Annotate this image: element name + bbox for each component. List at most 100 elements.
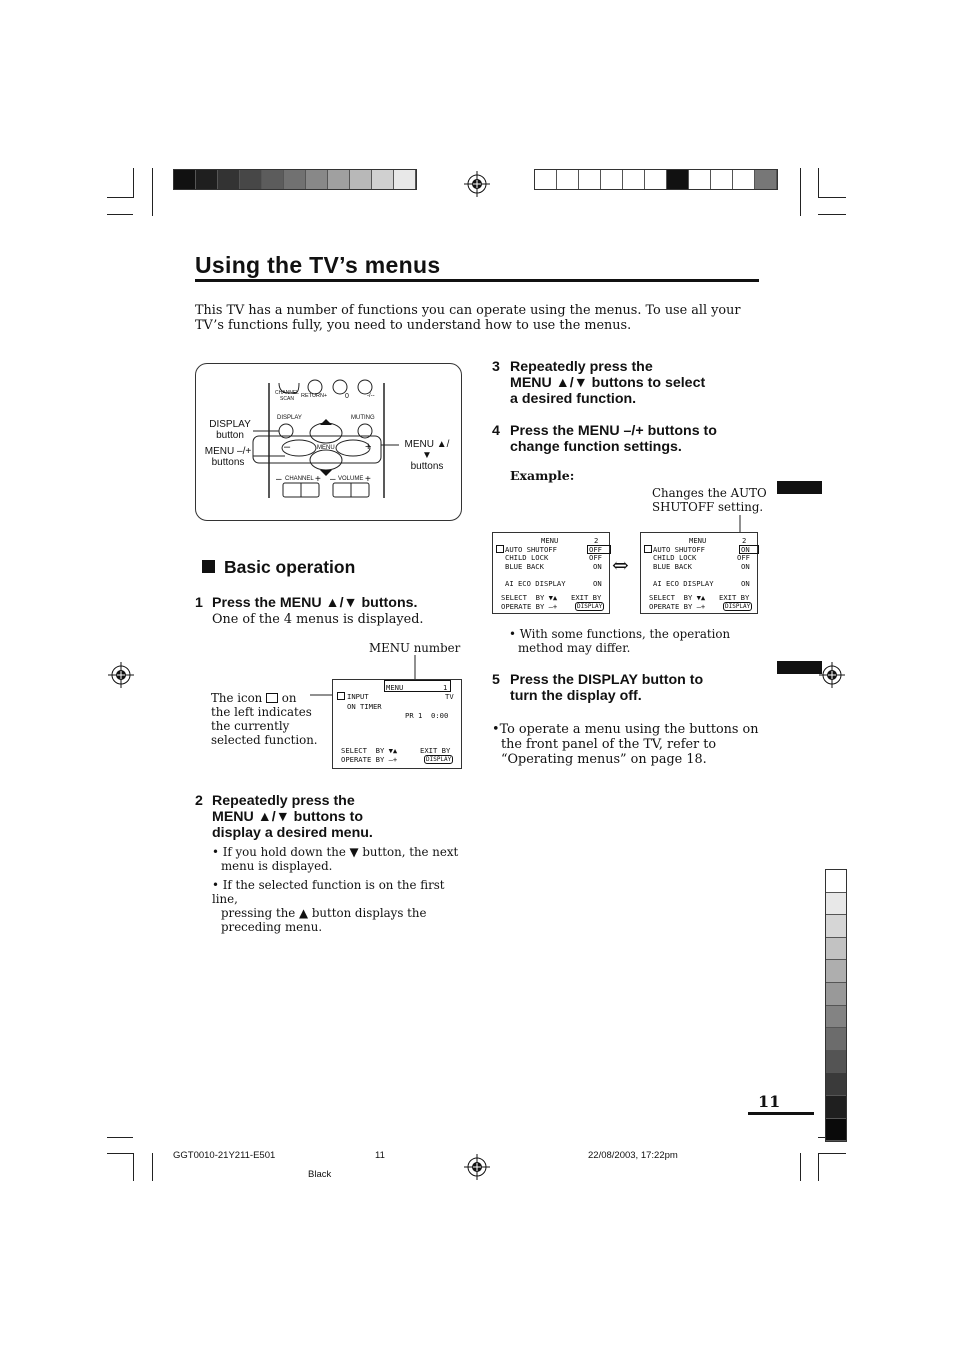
registration-mark-icon	[464, 1154, 490, 1180]
note-text: To operate a menu using the buttons on	[499, 722, 759, 737]
step-3-number: 3	[492, 359, 500, 375]
return-key: RETURN+	[301, 393, 328, 399]
callout-text: buttons	[410, 461, 444, 472]
screen-text: MENU	[386, 683, 404, 692]
title-rule	[195, 279, 759, 282]
footer-page: 11	[375, 1150, 385, 1161]
remote-illustration	[195, 363, 462, 521]
color-swatch	[262, 170, 284, 189]
screen-text: OPERATE BY –+	[649, 602, 706, 611]
screen-text: AUTO SHUTOFF	[505, 545, 557, 554]
menu-screen-after: MENU 2 AUTO SHUTOFF ON CHILD LOCK OFF BL…	[640, 532, 759, 614]
channel-plus-key: +	[315, 474, 321, 485]
callout-text: MENU ▲/▼	[404, 439, 450, 461]
color-swatch	[826, 982, 846, 1006]
step-line: display a desired menu.	[212, 825, 373, 841]
screen-text: SELECT BY ▼▲	[501, 593, 558, 602]
screen-text: AUTO SHUTOFF	[653, 545, 705, 554]
color-swatch	[394, 170, 416, 189]
step-4-title: Press the MENU –/+ buttons to change fun…	[510, 423, 717, 455]
step-line: change function settings.	[510, 439, 682, 455]
crop-mark	[818, 168, 819, 198]
screen-text: MENU	[689, 536, 707, 545]
color-swatch	[350, 170, 372, 189]
footer-date: 22/08/2003, 17:22pm	[588, 1150, 678, 1161]
screen-text: OFF	[737, 553, 750, 562]
screen-text: OFF	[589, 553, 602, 562]
step-5-number: 5	[492, 672, 500, 688]
pointer-hand-icon	[496, 545, 504, 553]
callout-text: button	[216, 430, 244, 441]
color-swatch	[557, 170, 579, 189]
step-line: Press the MENU –/+ buttons to	[510, 423, 717, 439]
step-1-number: 1	[195, 595, 203, 611]
color-swatch	[579, 170, 601, 189]
footer-code: GGT0010-21Y211-E501	[173, 1150, 276, 1161]
screen-text: OPERATE BY –+	[501, 602, 558, 611]
volume-key: VOLUME	[338, 476, 364, 482]
screen-text: MENU	[541, 536, 559, 545]
crop-mark	[107, 214, 133, 215]
screen-text: EXIT BY	[719, 593, 750, 602]
color-bar-left	[173, 169, 417, 190]
color-swatch	[667, 170, 689, 189]
swap-arrow-icon: ⇔	[612, 553, 629, 577]
crop-mark	[818, 1153, 819, 1181]
crop-mark	[818, 214, 846, 215]
grayscale-bar	[825, 869, 847, 1143]
caption-text: the left indicates	[211, 705, 312, 719]
example-label: Example:	[510, 468, 575, 483]
step-2-title: Repeatedly press the MENU ▲/▼ buttons to…	[212, 793, 373, 841]
page-number-rule	[748, 1112, 814, 1115]
zero-key: 0	[345, 393, 349, 400]
note-text: With some functions, the operation	[519, 627, 731, 641]
section-tab	[777, 661, 822, 674]
step-line: MENU ▲/▼ buttons to	[212, 809, 364, 825]
menu-screen-1: MENU 1 INPUT TV ON TIMER PR 1 0:00 SELEC…	[332, 679, 462, 769]
color-swatch	[826, 1118, 846, 1142]
screen-text: OFF	[589, 545, 602, 554]
step-1-title: Press the MENU ▲/▼ buttons.	[212, 595, 418, 611]
step-line: Repeatedly press the	[212, 793, 355, 809]
color-bar-right	[534, 169, 778, 190]
step-4-number: 4	[492, 423, 500, 439]
color-swatch	[826, 1028, 846, 1051]
crop-mark	[152, 1153, 153, 1181]
bullet-text: preceding menu.	[221, 920, 323, 934]
intro-text: This TV has a number of functions you ca…	[195, 303, 741, 333]
crop-mark	[133, 168, 134, 198]
color-swatch	[689, 170, 711, 189]
color-swatch	[535, 170, 557, 189]
caption-text: The icon	[211, 691, 263, 705]
bullet-text: If you hold down the ▼ button, the next	[222, 845, 459, 859]
registration-mark-icon	[819, 662, 845, 688]
pointer-hand-icon	[337, 692, 345, 700]
screen-text: TV	[445, 692, 454, 701]
screen-text: BLUE BACK	[653, 562, 692, 571]
screen-text: SELECT BY ▼▲	[341, 746, 398, 755]
color-swatch	[240, 170, 262, 189]
screen-display-badge: DISPLAY	[575, 602, 605, 611]
section-square-icon	[202, 560, 215, 573]
screen-text: AI ECO DISPLAY	[505, 579, 566, 588]
caption-text: SHUTOFF setting.	[652, 500, 764, 514]
bullet-text: menu is displayed.	[221, 859, 333, 873]
display-button-callout: DISPLAY button	[208, 419, 252, 441]
channel-minus-key: –	[276, 474, 282, 485]
screen-text: 2	[742, 536, 747, 545]
step-line: Press the DISPLAY button to	[510, 672, 704, 688]
setting-highlight	[587, 545, 611, 554]
screen-text: ON	[741, 562, 750, 571]
screen-display-badge: DISPLAY	[723, 602, 753, 611]
menu-screen-before: MENU 2 AUTO SHUTOFF OFF CHILD LOCK OFF B…	[492, 532, 611, 614]
key-label: SCAN	[280, 395, 294, 402]
callout-text: MENU –/+	[204, 446, 252, 457]
color-swatch	[711, 170, 733, 189]
step-5-title: Press the DISPLAY button to turn the dis…	[510, 672, 703, 704]
screen-text: ON	[593, 562, 602, 571]
section-heading: Basic operation	[224, 557, 356, 577]
step-line: MENU ▲/▼ buttons to select	[510, 375, 706, 391]
step-2-bullets: • If you hold down the ▼ button, the nex…	[212, 845, 462, 934]
screen-text: 2	[594, 536, 599, 545]
screen-text: INPUT	[347, 692, 369, 701]
